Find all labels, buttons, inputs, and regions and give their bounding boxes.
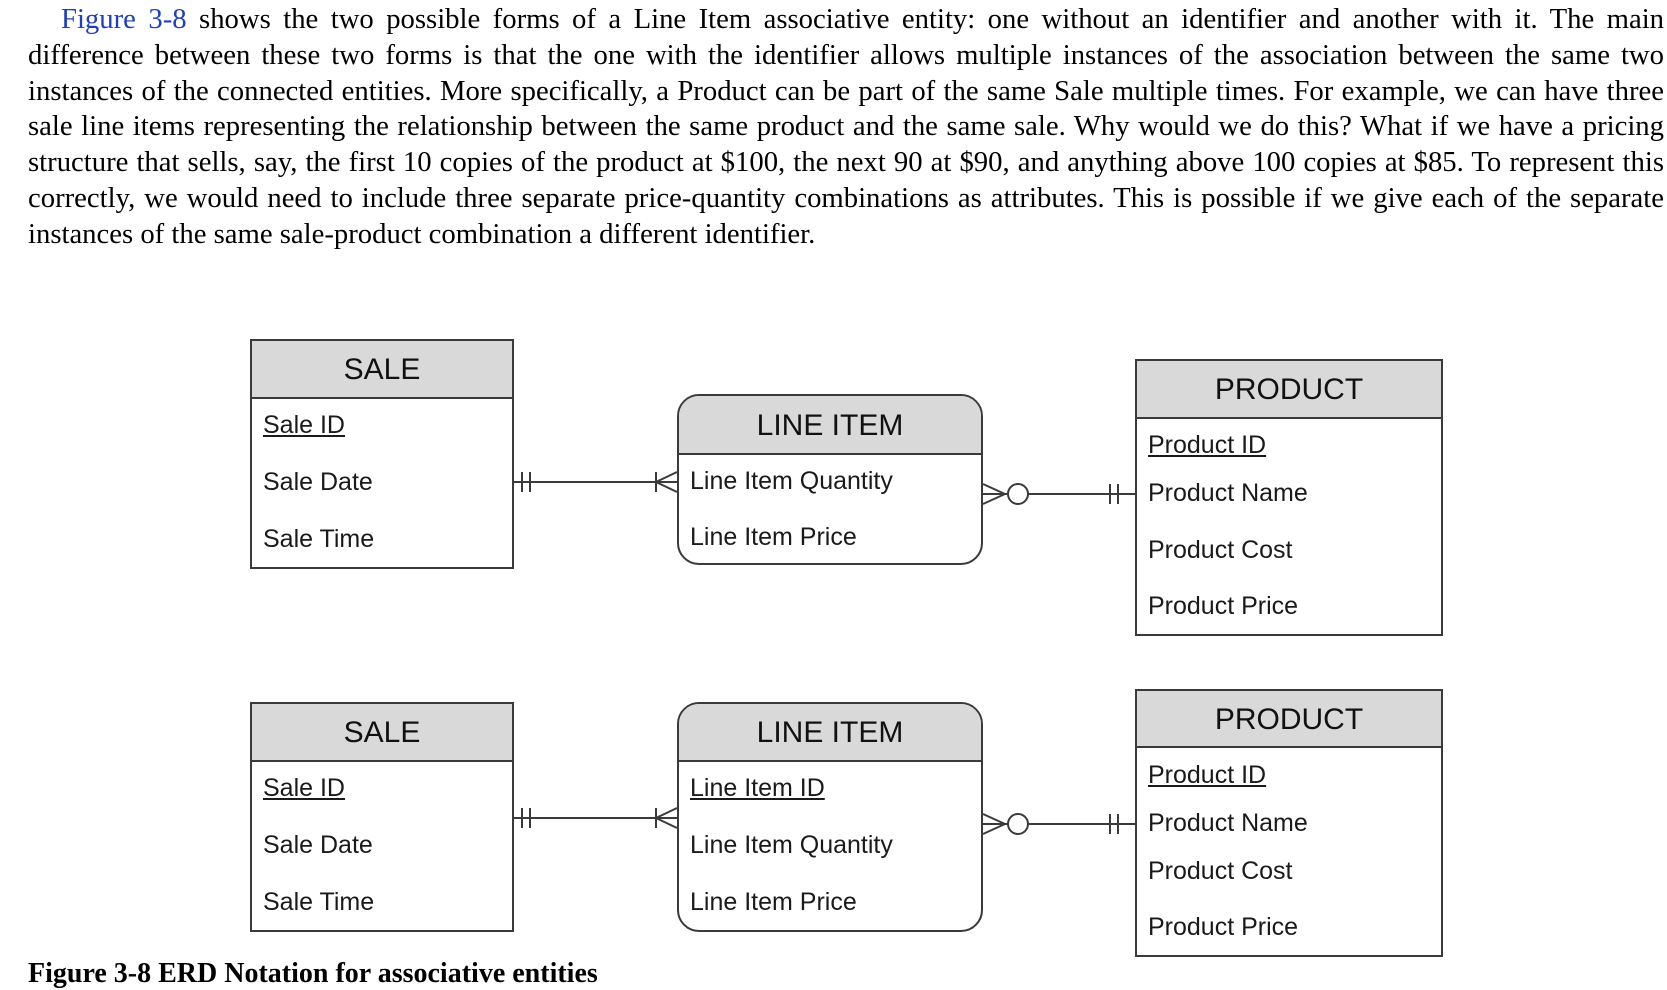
- bottom-product-price-attr: Product Price: [1148, 913, 1299, 941]
- bottom-product-name-attr: Product Name: [1148, 809, 1308, 837]
- top-sale-time-attr: Sale Time: [263, 525, 375, 553]
- bottom-product-title: PRODUCT: [1137, 691, 1441, 748]
- top-product-title: PRODUCT: [1137, 361, 1441, 419]
- bottom-sale-date-attr: Sale Date: [263, 831, 373, 859]
- top-sale-lineitem-relationship: [514, 471, 678, 493]
- top-line-item-quantity-attr: Line Item Quantity: [690, 467, 893, 495]
- top-lineitem-product-relationship: [982, 483, 1135, 505]
- top-sale-date-attr: Sale Date: [263, 468, 373, 496]
- top-product-name-attr: Product Name: [1148, 479, 1308, 507]
- top-product-id-attr: Product ID: [1148, 431, 1267, 459]
- paragraph-text: shows the two possible forms of a Line I…: [28, 3, 1665, 250]
- bottom-sale-id-attr: Sale ID: [263, 774, 345, 802]
- body-paragraph: Figure 3-8 shows the two possible forms …: [28, 2, 1664, 253]
- top-sale-title: SALE: [252, 341, 512, 399]
- bottom-sale-entity: SALE Sale ID Sale Date Sale Time: [250, 702, 514, 932]
- top-line-item-title: LINE ITEM: [679, 396, 981, 455]
- top-product-entity: PRODUCT Product ID Product Name Product …: [1135, 359, 1443, 636]
- bottom-line-item-id-attr: Line Item ID: [690, 774, 825, 802]
- bottom-line-item-entity: LINE ITEM Line Item ID Line Item Quantit…: [677, 702, 983, 932]
- top-product-cost-attr: Product Cost: [1148, 536, 1293, 564]
- top-product-price-attr: Product Price: [1148, 592, 1299, 620]
- top-line-item-price-attr: Line Item Price: [690, 523, 857, 551]
- top-sale-id-attr: Sale ID: [263, 411, 345, 439]
- top-sale-entity: SALE Sale ID Sale Date Sale Time: [250, 339, 514, 569]
- bottom-sale-time-attr: Sale Time: [263, 888, 375, 916]
- top-line-item-entity: LINE ITEM Line Item Quantity Line Item P…: [677, 394, 983, 565]
- bottom-product-cost-attr: Product Cost: [1148, 857, 1293, 885]
- bottom-line-item-quantity-attr: Line Item Quantity: [690, 831, 893, 859]
- bottom-sale-title: SALE: [252, 704, 512, 762]
- bottom-sale-lineitem-relationship: [514, 807, 678, 829]
- figure-reference-link[interactable]: Figure 3-8: [61, 3, 187, 35]
- bottom-lineitem-product-relationship: [982, 813, 1135, 835]
- figure-caption: Figure 3-8 ERD Notation for associative …: [28, 958, 598, 989]
- bottom-line-item-title: LINE ITEM: [679, 704, 981, 762]
- bottom-product-entity: PRODUCT Product ID Product Name Product …: [1135, 689, 1443, 957]
- bottom-product-id-attr: Product ID: [1148, 761, 1267, 789]
- bottom-line-item-price-attr: Line Item Price: [690, 888, 857, 916]
